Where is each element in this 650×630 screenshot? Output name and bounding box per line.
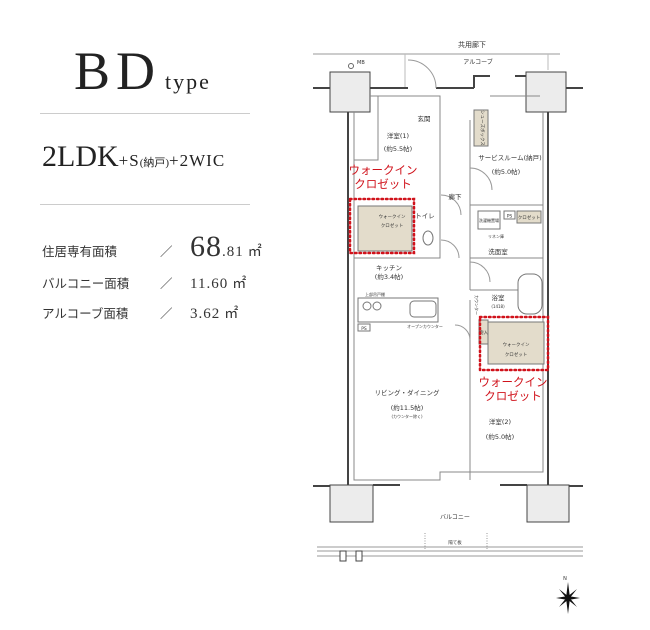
layout-label: 2LDK+S(納戸)+2WIC xyxy=(42,140,225,174)
room-western1-size: (約5.5帖) xyxy=(384,144,412,153)
storage-label: 物入 xyxy=(479,329,488,336)
type-suffix: type xyxy=(165,69,211,94)
shoebox xyxy=(473,109,489,147)
area-row-balcony: バルコニー面積 ／ 11.60 ㎡ xyxy=(42,273,246,293)
toilet-icon xyxy=(422,230,434,246)
wic-2-highlight xyxy=(478,315,550,372)
area-unit: ㎡ xyxy=(232,277,247,292)
room-kitchen-size: (約3.4帖) xyxy=(375,272,403,281)
drain-icon xyxy=(339,550,347,562)
area-value-dec: .81 xyxy=(222,244,244,260)
mb-label: MB xyxy=(357,60,365,66)
closet xyxy=(516,210,542,224)
type-code: BD xyxy=(74,41,162,101)
north-label: N xyxy=(563,576,567,582)
ps-label: PS xyxy=(361,326,367,332)
room-service: サービスルーム(納戸) xyxy=(478,153,541,162)
separator: ／ xyxy=(160,306,173,321)
wic-2 xyxy=(487,321,545,365)
layout-main: 2LDK xyxy=(42,140,119,173)
wic-2-label: クロゼット xyxy=(505,351,528,358)
sink-icon xyxy=(409,300,437,318)
bathtub-icon xyxy=(517,273,543,315)
divider xyxy=(40,113,250,114)
wic-1-highlight xyxy=(348,197,416,255)
ps-box xyxy=(503,210,516,220)
wic-1-label: クロゼット xyxy=(381,222,404,229)
callout-wic-1: クロゼット xyxy=(354,177,412,191)
layout-plus-s: +S xyxy=(118,151,140,170)
linen-label: リネン庫 xyxy=(488,233,504,239)
callout-wic-2: クロゼット xyxy=(484,389,542,403)
column xyxy=(329,484,374,523)
area-row-private: 住居専有面積 ／ 68.81 ㎡ xyxy=(42,230,262,264)
room-labels: 洋室(1) (約5.5帖) 玄関 サービスルーム(納戸) (約5.0帖) 廊下 … xyxy=(375,114,542,441)
area-value: 11.60 xyxy=(190,276,229,292)
room-kitchen: キッチン xyxy=(376,264,402,272)
stove-icon xyxy=(362,301,372,311)
room-western2-size: (約5.0帖) xyxy=(486,432,514,441)
ps-box xyxy=(357,323,371,332)
washer-space xyxy=(477,210,501,230)
column xyxy=(526,484,570,523)
partition-label: 隔て板 xyxy=(448,539,462,546)
ps-label: PS xyxy=(507,214,513,220)
room-ld: リビング・ダイニング xyxy=(375,388,441,397)
balcony-label: バルコニー xyxy=(440,514,470,521)
corridor-label: 共用廊下 xyxy=(458,40,486,49)
room-bath-size: (1418) xyxy=(491,304,505,309)
room-western1: 洋室(1) xyxy=(387,131,409,140)
area-value-int: 68 xyxy=(190,230,222,263)
separator: ／ xyxy=(160,244,173,259)
divider xyxy=(40,204,250,205)
wic-1-label: ウォークイン xyxy=(379,213,406,220)
wic-2-label: ウォークイン xyxy=(503,341,530,348)
area-label: バルコニー面積 xyxy=(42,276,130,291)
outer-walls xyxy=(313,75,583,487)
area-unit: ㎡ xyxy=(247,245,262,260)
callout-wic-2: ウォークイン xyxy=(479,375,548,389)
stove-icon xyxy=(372,301,382,311)
room-ld-size: (約11.5帖) xyxy=(391,403,424,412)
room-entrance: 玄関 xyxy=(418,114,431,123)
area-label: アルコーブ面積 xyxy=(42,306,129,321)
area-value: 3.62 xyxy=(190,306,221,322)
area-row-alcove: アルコーブ面積 ／ 3.62 ㎡ xyxy=(42,303,238,323)
room-western2: 洋室(2) xyxy=(489,417,511,426)
door-swings xyxy=(407,59,493,341)
wic-1 xyxy=(357,205,413,252)
mb-icon xyxy=(348,63,354,69)
room-hall: 廊下 xyxy=(449,192,463,201)
layout-wic: +2WIC xyxy=(169,151,226,170)
open-counter-label: オープンカウンター xyxy=(407,323,443,329)
room-washroom: 洗面室 xyxy=(488,247,508,256)
room-bath: 浴室 xyxy=(492,293,506,302)
shoebox-label: シューズボックス xyxy=(479,110,486,146)
area-label: 住居専有面積 xyxy=(42,244,118,259)
alcove-label: アルコーブ xyxy=(463,58,492,66)
washer-label: 洗濯機置場 xyxy=(479,217,499,223)
counter-label: カウンター xyxy=(474,295,480,315)
north-compass-icon xyxy=(556,582,580,614)
column xyxy=(329,71,371,113)
closet-label: クロゼット xyxy=(518,214,541,221)
room-toilet: トイレ xyxy=(415,212,435,220)
drain-icon xyxy=(355,550,363,562)
separator: ／ xyxy=(160,276,173,291)
layout-storage: (納戸) xyxy=(139,157,170,169)
column xyxy=(525,71,567,113)
callout-wic-1: ウォークイン xyxy=(349,163,418,177)
kitchen-counter xyxy=(357,297,439,323)
room-ld-note: (カウンター除く) xyxy=(391,413,423,419)
upper-cabinet-label: 上部吊戸棚 xyxy=(365,291,385,297)
room-service-size: (約5.0帖) xyxy=(492,167,520,176)
area-unit: ㎡ xyxy=(224,307,239,322)
